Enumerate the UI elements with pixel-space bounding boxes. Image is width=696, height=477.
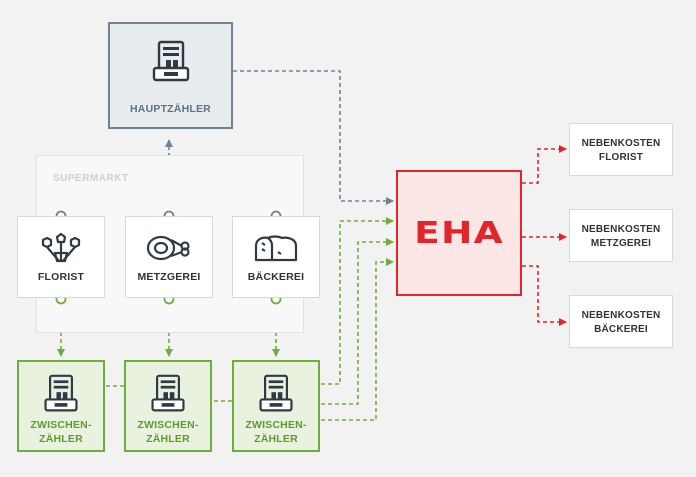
meter-icon xyxy=(44,374,78,412)
supermarket-title: SUPERMARKT xyxy=(53,173,129,184)
cost-label-metzgerei: NEBENKOSTEN METZGEREI xyxy=(581,224,661,249)
submeter-metzgerei: ZWISCHEN- ZÄHLER xyxy=(124,360,212,452)
submeter-label: ZWISCHEN- ZÄHLER xyxy=(30,419,92,445)
eha-to-costs-lines xyxy=(522,145,567,326)
meter-icon xyxy=(259,374,293,412)
meat-icon xyxy=(146,235,190,261)
bread-icon xyxy=(254,235,298,262)
meter-icon xyxy=(151,374,185,412)
submeter-label: ZWISCHEN- ZÄHLER xyxy=(137,419,199,445)
shop-label-florist: FLORIST xyxy=(37,271,85,283)
cost-label-baeckerei: NEBENKOSTEN BÄCKEREI xyxy=(581,310,661,335)
shop-label-metzgerei: METZGEREI xyxy=(137,271,201,283)
main-meter-label: HAUPTZÄHLER xyxy=(130,103,211,115)
cost-label-florist: NEBENKOSTEN FLORIST xyxy=(581,138,661,163)
submeter-baeckerei: ZWISCHEN- ZÄHLER xyxy=(232,360,320,452)
shop-label-baeckerei: BÄCKEREI xyxy=(247,271,305,283)
eha-logo: EHA xyxy=(414,216,504,251)
main-to-eha-line xyxy=(233,70,394,205)
cost-box-baeckerei: NEBENKOSTEN BÄCKEREI xyxy=(569,295,673,348)
shop-baeckerei: BÄCKEREI xyxy=(232,216,320,298)
cost-box-metzgerei: NEBENKOSTEN METZGEREI xyxy=(569,209,673,262)
submeter-label: ZWISCHEN- ZÄHLER xyxy=(245,419,307,445)
shop-metzgerei: METZGEREI xyxy=(125,216,213,298)
meter-icon xyxy=(152,40,189,82)
shop-florist: FLORIST xyxy=(17,216,105,298)
main-meter-box: HAUPTZÄHLER xyxy=(108,22,233,129)
flowers-icon xyxy=(41,232,81,263)
submeter-florist: ZWISCHEN- ZÄHLER xyxy=(17,360,105,452)
cost-box-florist: NEBENKOSTEN FLORIST xyxy=(569,123,673,176)
submeter-to-eha-lines xyxy=(106,217,394,421)
eha-box: EHA xyxy=(396,170,522,296)
